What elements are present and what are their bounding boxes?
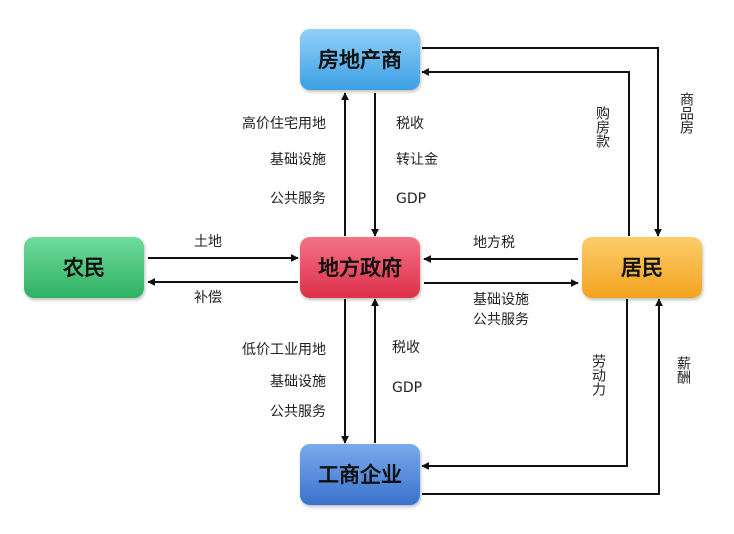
node-government: 地方政府 <box>300 237 420 298</box>
label-tax-enterprise: 税收 <box>392 340 420 356</box>
node-enterprise: 工商企业 <box>300 444 420 505</box>
label-labor: 劳动力 <box>590 354 606 396</box>
node-farmer-label: 农民 <box>62 256 105 280</box>
arrow-resident-to-developer <box>421 68 630 236</box>
label-house-payment: 购房款 <box>594 106 610 148</box>
label-infrastructure-developer: 基础设施 <box>270 151 326 168</box>
label-tax-developer: 税收 <box>396 116 424 132</box>
label-gdp-developer: GDP <box>396 191 426 207</box>
label-public-services-developer: 公共服务 <box>270 191 326 207</box>
label-land: 土地 <box>194 234 222 250</box>
arrow-enterprise-to-resident <box>422 298 663 495</box>
node-enterprise-label: 工商企业 <box>318 463 402 487</box>
label-gdp-enterprise: GDP <box>392 380 422 396</box>
label-public-services-enterprise: 公共服务 <box>270 404 326 420</box>
label-infrastructure-enterprise: 基础设施 <box>270 373 326 390</box>
label-high-price-residential-land: 高价住宅用地 <box>242 115 326 132</box>
arrow-developer-to-resident <box>422 47 662 237</box>
label-salary: 薪酬 <box>675 356 691 384</box>
label-commodity-housing: 商品房 <box>678 92 694 134</box>
label-transfer-fee: 转让金 <box>396 152 438 168</box>
label-compensation: 补偿 <box>194 290 222 306</box>
label-public-services-resident: 公共服务 <box>473 312 529 328</box>
label-local-tax: 地方税 <box>473 235 515 251</box>
node-developer-label: 房地产商 <box>318 48 402 72</box>
node-developer: 房地产商 <box>300 29 420 90</box>
node-government-label: 地方政府 <box>318 256 402 280</box>
node-farmer: 农民 <box>24 237 144 298</box>
label-low-price-industrial-land: 低价工业用地 <box>242 342 326 358</box>
arrow-resident-to-enterprise <box>421 299 628 470</box>
node-resident-label: 居民 <box>621 256 663 280</box>
label-infrastructure-resident: 基础设施 <box>473 291 529 308</box>
node-resident: 居民 <box>582 237 702 298</box>
